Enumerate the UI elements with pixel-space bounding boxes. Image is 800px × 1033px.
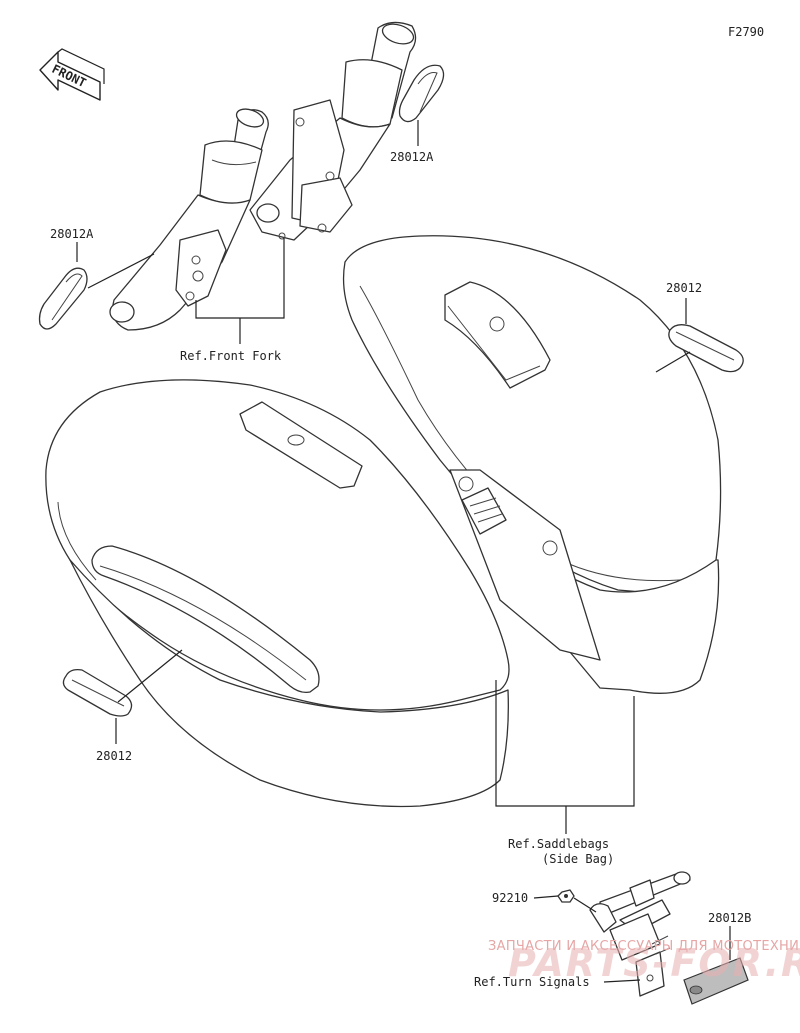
reflector-28012a-right [398,64,445,123]
leader-92210-to-bracket [573,897,597,913]
leader-28012a-left-to-fork [87,253,155,289]
label-ref-front-fork: Ref.Front Fork [180,349,282,363]
saddlebags-ref-bracket [495,680,635,807]
label-28012a-left: 28012A [50,227,94,241]
saddlebag-left [45,379,510,808]
front-arrow-icon: FRONT [39,48,105,101]
label-28012b: 28012B [708,911,751,925]
front-fork-left [109,108,269,331]
reflector-28012a-left [38,267,88,330]
leader-92210 [533,895,559,899]
figure-code: F2790 [728,25,764,39]
turn-signal-bracket [589,871,691,997]
reflector-28012-left [62,668,133,717]
leader-28012-left-to-bag [117,649,183,703]
watermark-logo: PARTS-FOR.RU [508,941,800,985]
front-fork-right [249,21,417,241]
label-28012a-right: 28012A [390,150,434,164]
saddlebag-right [342,235,722,694]
watermark-tagline: ЗАПЧАСТИ И АКСЕССУАРЫ ДЛЯ МОТОТЕХНИКИ [488,939,800,954]
label-28012-left: 28012 [96,749,132,763]
turn-signals-ref-leader [603,979,641,983]
label-28012-right: 28012 [666,281,702,295]
reflector-28012-right [668,324,744,373]
leader-28012-right [655,351,691,373]
nut-92210 [557,889,575,903]
label-ref-saddlebags-sub: (Side Bag) [542,852,614,866]
label-ref-saddlebags: Ref.Saddlebags [508,837,609,851]
label-92210: 92210 [492,891,528,905]
label-ref-turn-signals: Ref.Turn Signals [474,975,590,989]
reflector-28012b [683,957,749,1005]
